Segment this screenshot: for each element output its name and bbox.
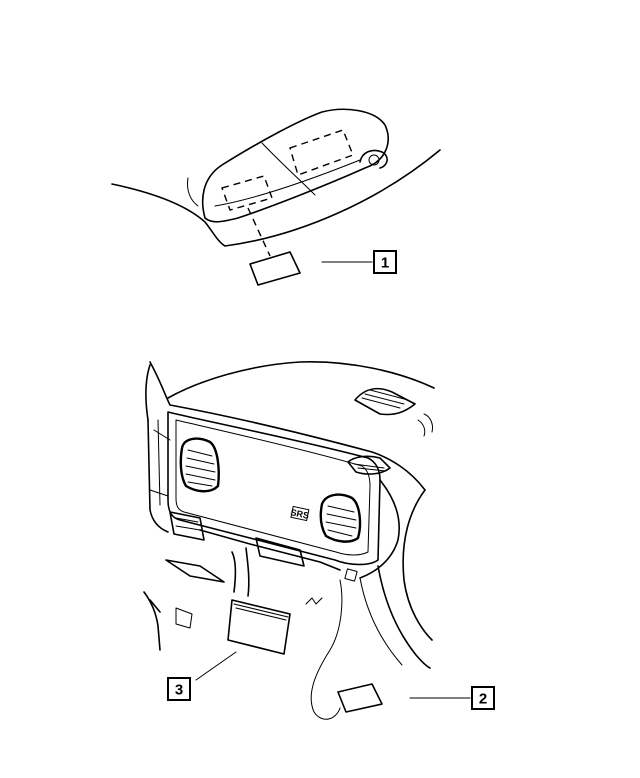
side-vent: [417, 413, 433, 437]
panel-squiggle: [305, 597, 323, 605]
a-pillar: [145, 364, 151, 421]
instrument-panel-warning-label: [227, 599, 291, 655]
defroster-vent: [354, 387, 416, 416]
left-hinge-bracket: [169, 511, 205, 541]
lower-trim-slot: [165, 559, 225, 583]
sun-visor-inner-edge: [214, 159, 361, 207]
cluster-bezel-inner: [175, 419, 371, 556]
left-dash-vent: [179, 437, 220, 493]
right-kick-panel-inner: [359, 577, 403, 666]
label-2-wire: [310, 579, 343, 720]
callout-2: 2: [471, 686, 495, 710]
headliner-edge: [111, 149, 441, 247]
connector-block: [255, 537, 305, 567]
lower-left-bracket: [175, 607, 193, 629]
lower-dash-edge: [199, 529, 341, 571]
right-connector: [344, 568, 358, 582]
callout-3: 3: [167, 677, 191, 701]
right-lower-dash: [359, 479, 400, 579]
sun-visor-body: [201, 108, 389, 223]
sun-visor-clip-pin: [368, 154, 380, 166]
callout-3-leader: [195, 651, 237, 681]
srs-badge: SRS: [290, 505, 310, 522]
callout-1-text: 1: [381, 255, 389, 272]
dash-front-edge: [149, 361, 426, 491]
dash-top-curve: [167, 360, 435, 399]
label-leader-dashed: [247, 207, 271, 257]
visor-mirror-outline: [289, 129, 354, 176]
instrument-panel-view: SRS 3: [143, 360, 495, 720]
srs-badge-text: SRS: [290, 507, 310, 521]
callout-2-text: 2: [479, 691, 487, 708]
callout-3-text: 3: [175, 682, 183, 699]
left-side-trim: [149, 419, 171, 506]
sun-visor-warning-label: [249, 251, 301, 286]
sun-visor-view: 1: [111, 108, 441, 286]
right-dash-vent: [319, 493, 362, 543]
door-warning-label: [337, 683, 383, 713]
lower-left-panel: [143, 591, 161, 651]
callout-1: 1: [373, 250, 397, 274]
left-side-frame: [147, 419, 169, 533]
right-kick-panel: [377, 565, 431, 669]
sun-visor-fold: [261, 142, 316, 196]
wiring-harness: [231, 547, 250, 597]
sun-visor-clip: [359, 149, 388, 169]
right-pillar-curve: [402, 489, 433, 641]
visor-label-position: [221, 175, 273, 211]
sun-visor-mount: [187, 177, 199, 207]
